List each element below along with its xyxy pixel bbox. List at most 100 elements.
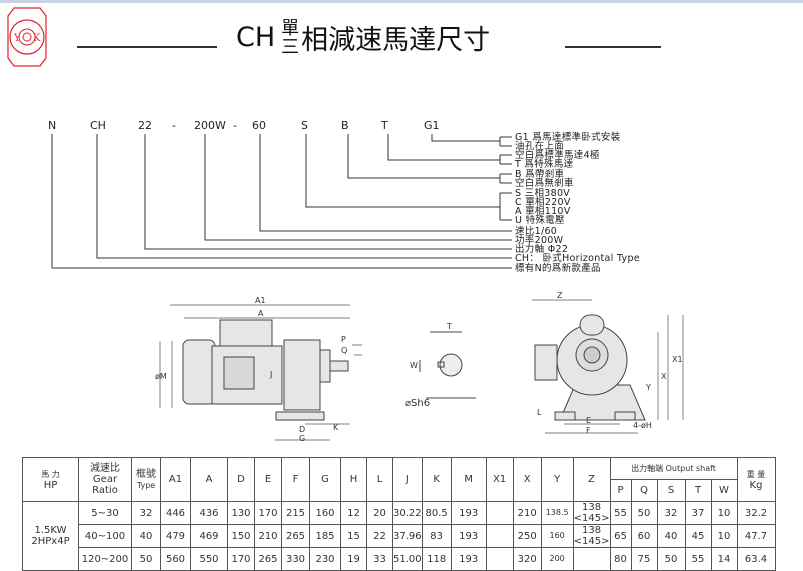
table-cell: 50 bbox=[656, 547, 686, 571]
dim-label: D bbox=[299, 425, 306, 434]
header-col: W bbox=[710, 479, 738, 502]
header-col: E bbox=[254, 457, 282, 502]
table-cell bbox=[485, 501, 514, 525]
dim-label: L bbox=[537, 408, 542, 417]
table-cell: 32 bbox=[656, 501, 686, 525]
table-cell: 130 bbox=[227, 501, 255, 525]
table-cell: 20 bbox=[366, 501, 393, 525]
table-cell: 63.4 bbox=[736, 547, 776, 571]
dim-label: ⌀Sh6 bbox=[405, 398, 431, 409]
page-title: CH 單 三 相減速馬達尺寸 bbox=[236, 18, 490, 57]
header-col: X bbox=[512, 457, 542, 502]
dim-label: K bbox=[333, 423, 339, 432]
table-cell bbox=[572, 547, 611, 571]
table-cell: 320 bbox=[512, 547, 542, 571]
header-weight-en: Kg bbox=[749, 479, 763, 491]
table-cell: 40 bbox=[131, 524, 161, 548]
table-cell: 170 bbox=[227, 547, 255, 571]
table-cell: 210 bbox=[254, 524, 282, 548]
table-cell: 22 bbox=[366, 524, 393, 548]
table-cell bbox=[485, 524, 514, 548]
header-col: F bbox=[281, 457, 310, 502]
code-dash: - bbox=[233, 119, 237, 132]
table-cell: 32 bbox=[131, 501, 161, 525]
table-cell: 51.00 bbox=[392, 547, 423, 571]
table-cell: 160 bbox=[540, 524, 574, 548]
header-col: K bbox=[421, 457, 452, 502]
title-phase-stack: 單 三 bbox=[281, 19, 299, 57]
header-col: Q bbox=[630, 479, 658, 502]
table-cell: 230 bbox=[309, 547, 341, 571]
legend-line: 標有N的爲新款產品 bbox=[515, 263, 601, 274]
legend-line: 功率200W bbox=[515, 235, 564, 246]
table-cell: 560 bbox=[160, 547, 191, 571]
table-cell: 150 bbox=[227, 524, 255, 548]
table-cell: 19 bbox=[340, 547, 367, 571]
table-cell: 55 bbox=[684, 547, 712, 571]
table-cell: 265 bbox=[281, 524, 310, 548]
hp-label: 2HPx4P bbox=[31, 536, 70, 547]
table-cell: 50 bbox=[630, 501, 658, 525]
title-stack-top: 單 bbox=[281, 17, 300, 39]
dim-label: øM bbox=[155, 372, 167, 381]
header-col: T bbox=[684, 479, 712, 502]
table-cell: 83 bbox=[421, 524, 452, 548]
code-power: 200W bbox=[194, 119, 226, 132]
header-type-en: Type bbox=[136, 480, 156, 490]
header-col: P bbox=[609, 479, 632, 502]
table-cell: 193 bbox=[450, 524, 487, 548]
header-col: L bbox=[366, 457, 393, 502]
table-cell: 45 bbox=[684, 524, 712, 548]
header-col: A1 bbox=[160, 457, 191, 502]
table-cell: 170 bbox=[254, 501, 282, 525]
title-rule-left bbox=[77, 46, 217, 48]
table-cell: 50 bbox=[131, 547, 161, 571]
legend-line: CH： 卧式Horizontal Type bbox=[515, 253, 640, 264]
dim-label: X1 bbox=[672, 355, 683, 364]
table-cell bbox=[485, 547, 514, 571]
table-cell: 14 bbox=[710, 547, 738, 571]
table-cell: 10 bbox=[710, 501, 738, 525]
table-cell: 446 bbox=[160, 501, 191, 525]
code-ch: CH bbox=[90, 119, 106, 132]
legend-line: U 特殊電壓 bbox=[515, 215, 565, 226]
header-col: Y bbox=[540, 457, 574, 502]
code-shaft: 22 bbox=[138, 119, 152, 132]
code-brake: B bbox=[341, 119, 349, 132]
table-cell: 210 bbox=[512, 501, 542, 525]
table-cell: 160 bbox=[309, 501, 341, 525]
table-cell: 55 bbox=[609, 501, 632, 525]
table-cell: 32.2 bbox=[736, 501, 776, 525]
table-cell: 469 bbox=[190, 524, 228, 548]
table-cell: 250 bbox=[512, 524, 542, 548]
dim-label: Q bbox=[341, 346, 348, 355]
table-cell: 330 bbox=[281, 547, 310, 571]
dim-label: F bbox=[586, 426, 591, 435]
table-cell: 80.5 bbox=[421, 501, 452, 525]
legend-line: C 單相220V bbox=[515, 197, 571, 208]
title-rule-right bbox=[565, 46, 661, 48]
title-main: 相減速馬達尺寸 bbox=[301, 25, 491, 56]
dim-label: E bbox=[586, 416, 592, 425]
header-output-shaft: 出力軸端 Output shaft bbox=[609, 457, 738, 480]
dim-label: W bbox=[410, 361, 418, 370]
dim-label: P bbox=[341, 335, 346, 344]
dim-label: X bbox=[661, 372, 667, 381]
table-cell: 193 bbox=[450, 547, 487, 571]
header-col: A bbox=[190, 457, 228, 502]
legend-line: A 單相110V bbox=[515, 206, 571, 217]
table-cell: 265 bbox=[254, 547, 282, 571]
legend-line: S 三相380V bbox=[515, 188, 571, 199]
legend-line: 空白爲標準馬達4極 bbox=[515, 150, 600, 161]
header-col: M bbox=[450, 457, 487, 502]
table-cell: 200 bbox=[540, 547, 574, 571]
hp-label: 1.5KW bbox=[34, 525, 67, 536]
dim-label: Y bbox=[646, 383, 651, 392]
